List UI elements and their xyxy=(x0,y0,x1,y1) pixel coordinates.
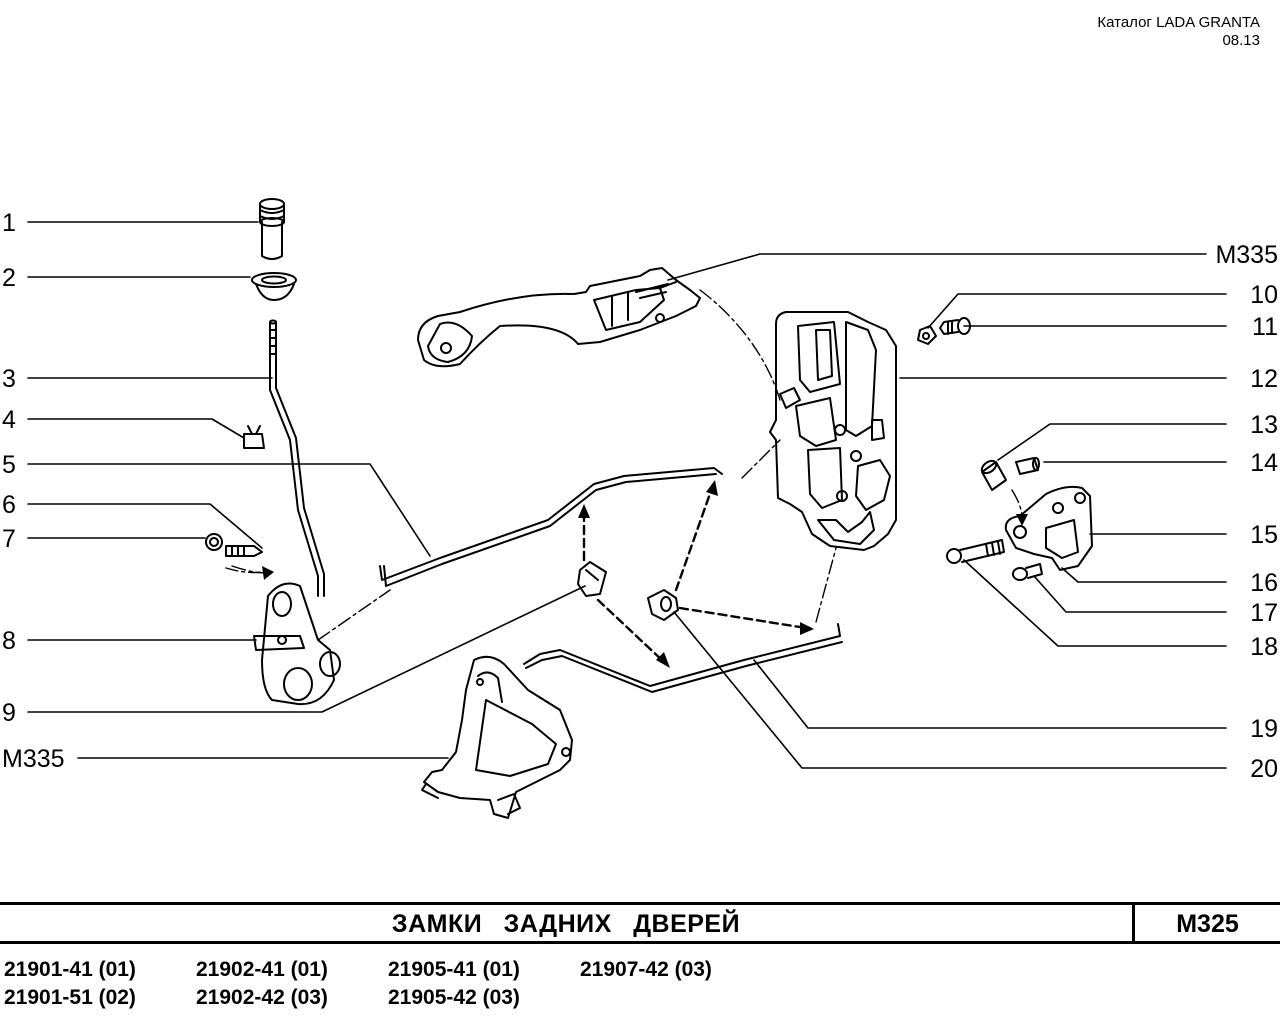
model-code: 21902-41 (01) xyxy=(196,958,328,981)
callout-14: 14 xyxy=(1250,449,1278,477)
part-14-pin xyxy=(1015,457,1040,475)
inner-handle-housing xyxy=(421,655,573,819)
part-12-door-lock xyxy=(769,311,897,551)
callout-5: 5 xyxy=(2,451,16,479)
part-5-rod xyxy=(379,467,723,587)
model-code: 21902-42 (03) xyxy=(196,986,328,1009)
catalog-header: Каталог LADA GRANTA xyxy=(1097,14,1260,31)
callout-6: 6 xyxy=(2,491,16,519)
part-10-spacer xyxy=(917,325,937,345)
part-7-screw xyxy=(205,533,263,574)
callout-17: 17 xyxy=(1250,599,1278,627)
callout-7: 7 xyxy=(2,525,16,553)
part-18-bolt xyxy=(946,539,1005,564)
model-code: 21905-42 (03) xyxy=(388,986,520,1009)
part-8-handle-bracket xyxy=(253,582,341,706)
part-2-grommet xyxy=(251,272,297,301)
callout-12: 12 xyxy=(1250,365,1278,393)
dashed-arrows xyxy=(582,486,808,664)
callout-20: 20 xyxy=(1250,755,1278,783)
part-4-clip xyxy=(243,425,265,449)
exploded-parts-diagram: 1 2 3 4 5 6 7 8 9 M335 M335 10 11 12 13 … xyxy=(2,198,1278,819)
title-divider xyxy=(1132,905,1135,941)
callout-19: 19 xyxy=(1250,715,1278,743)
section-code: M325 xyxy=(1176,910,1239,938)
part-19-rod xyxy=(523,623,843,693)
callout-11: 11 xyxy=(1252,313,1278,341)
callout-1: 1 xyxy=(2,209,16,237)
part-20-rod-clip xyxy=(647,589,679,621)
callout-8: 8 xyxy=(2,627,16,655)
part-13-bushing xyxy=(980,459,1007,491)
model-code: 21901-51 (02) xyxy=(4,986,136,1009)
outer-door-handle xyxy=(417,267,701,368)
callout-2: 2 xyxy=(2,264,16,292)
callout-10: 10 xyxy=(1250,281,1278,309)
callout-16: 16 xyxy=(1250,569,1278,597)
model-code: 21901-41 (01) xyxy=(4,958,136,981)
callout-4: 4 xyxy=(2,406,16,434)
title-bar: ЗАМКИ ЗАДНИХ ДВЕРЕЙ M325 xyxy=(0,902,1280,944)
model-code: 21907-42 (03) xyxy=(580,958,712,981)
callout-13: 13 xyxy=(1250,411,1278,439)
assembly-lines xyxy=(231,289,1023,641)
part-15-striker xyxy=(1004,485,1093,571)
arrow-heads xyxy=(262,480,1028,668)
part-17-screw xyxy=(1012,563,1043,581)
catalog-date: 08.13 xyxy=(1222,32,1260,49)
model-code: 21905-41 (01) xyxy=(388,958,520,981)
callout-m335-right: M335 xyxy=(1215,241,1278,269)
part-11-screw xyxy=(939,317,971,335)
section-title: ЗАМКИ ЗАДНИХ ДВЕРЕЙ xyxy=(391,910,741,938)
callout-m335-left: M335 xyxy=(2,745,65,773)
callout-15: 15 xyxy=(1250,521,1278,549)
callout-3: 3 xyxy=(2,365,16,393)
leader-lines-left xyxy=(27,221,586,759)
part-1-lock-knob xyxy=(259,198,285,260)
callout-18: 18 xyxy=(1250,633,1278,661)
callout-9: 9 xyxy=(2,699,16,727)
part-3-lock-rod xyxy=(269,319,325,597)
part-9-rod-clip xyxy=(577,561,607,597)
leader-lines-right xyxy=(667,253,1227,769)
